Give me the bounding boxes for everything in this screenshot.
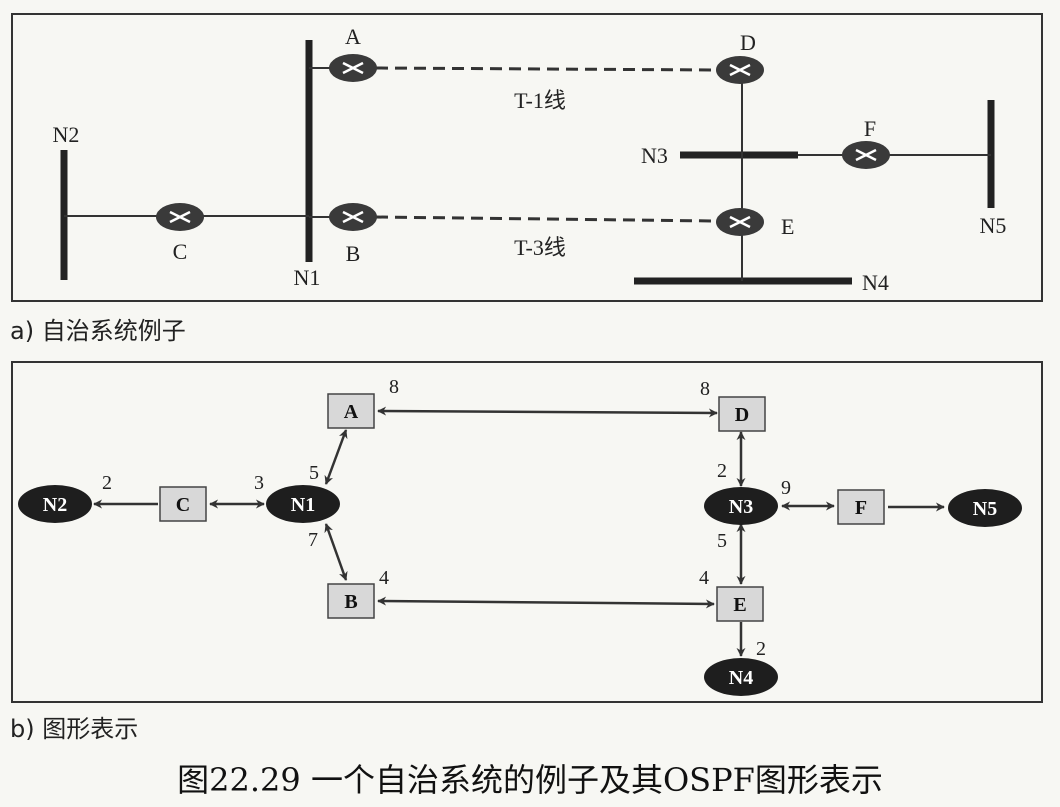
weight-n1-b: 7 [308,529,318,551]
label-router-f: F [864,116,876,141]
router-c [156,203,204,231]
t3-line [375,215,717,223]
graph-node-n1-label: N1 [291,494,315,516]
graph-node-n5-label: N5 [973,498,997,520]
label-network-n1: N1 [294,265,321,290]
router-a [329,54,377,82]
weight-c-n2: 2 [102,472,112,494]
weight-b-e-at-e: 4 [699,567,709,589]
weight-b-e-at-b: 4 [379,567,389,589]
panel-b-frame [11,361,1043,703]
label-router-d: D [740,30,756,55]
graph-node-a-label: A [344,401,359,423]
graph-node-n2-label: N2 [43,494,67,516]
graph-node-c-label: C [176,494,190,516]
graph-node-b: B [327,583,375,619]
graph-node-n2: N2 [18,485,92,523]
graph-node-n5: N5 [948,489,1022,527]
caption-panel-a: a) 自治系统例子 [10,317,186,345]
graph-node-d-label: D [735,404,749,426]
label-network-n4: N4 [862,270,889,295]
weight-n3-f: 9 [781,477,791,499]
router-b [329,203,377,231]
weight-n3-e: 5 [717,530,727,552]
weight-e-n4: 2 [756,638,766,660]
label-t1-line: T-1线 [514,88,566,113]
figure-title: 图22.29 一个自治系统的例子及其OSPF图形表示 [177,761,883,799]
graph-node-b-label: B [344,591,357,613]
weight-a-d-at-d: 8 [700,378,710,400]
graph-node-n4: N4 [704,658,778,696]
label-router-a: A [345,24,361,49]
router-f [842,141,890,169]
graph-node-f-label: F [855,497,867,519]
graph-node-c: C [159,486,207,522]
graph-node-a: A [327,393,375,429]
weight-n1-c: 3 [254,472,264,494]
label-router-c: C [173,239,188,264]
label-network-n2: N2 [53,122,80,147]
t1-line [375,66,717,72]
graph-node-e-label: E [733,594,746,616]
graph-node-n3: N3 [704,487,778,525]
weight-n3-d: 2 [717,460,727,482]
label-network-n5: N5 [980,213,1007,238]
edge-a-d [377,406,718,418]
graph-node-d: D [718,396,766,432]
graph-node-n1: N1 [266,485,340,523]
graph-node-n4-label: N4 [729,667,753,689]
label-network-n3: N3 [641,143,668,168]
graph-node-f: F [837,489,885,525]
router-e [716,208,764,236]
weight-n1-a: 5 [309,462,319,484]
label-t3-line: T-3线 [514,235,566,260]
caption-panel-b: b) 图形表示 [10,715,138,743]
graph-node-e: E [716,586,764,622]
edge-n1-a [324,429,348,485]
graph-node-n3-label: N3 [729,496,753,518]
router-d [716,56,764,84]
label-router-b: B [346,241,361,266]
label-router-e: E [781,214,794,239]
edge-n1-b [324,523,348,581]
edge-b-e [377,596,715,609]
weight-a-d-at-a: 8 [389,376,399,398]
panel-a-frame [11,13,1043,302]
